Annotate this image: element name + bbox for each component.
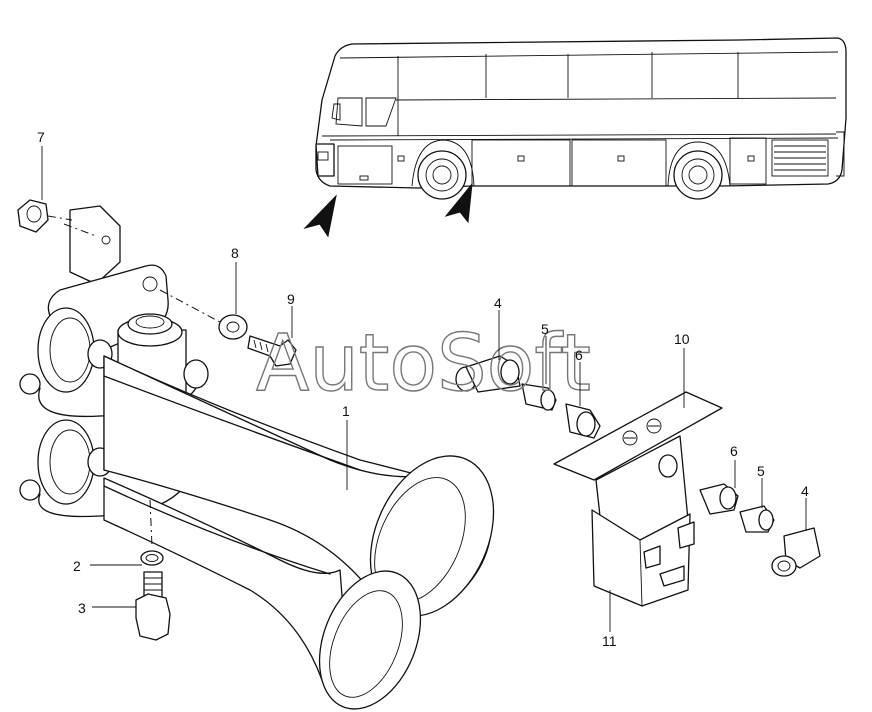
adapter-fitting-icon — [699, 483, 739, 515]
location-arrow-icon — [444, 182, 473, 224]
air-horn-icon — [19, 205, 495, 710]
callout-9: 9 — [287, 291, 295, 307]
solenoid-valve-icon — [553, 391, 723, 607]
callout-3: 3 — [78, 600, 86, 616]
elbow-fitting-icon — [771, 527, 821, 577]
drain-fitting-icon — [135, 571, 171, 641]
callout-7: 7 — [37, 129, 45, 145]
bus-icon — [315, 37, 847, 200]
flange-nut-icon — [17, 199, 49, 233]
watermark-text: AutoSoft — [256, 319, 591, 409]
bolt-icon — [247, 335, 297, 367]
callout-2: 2 — [73, 558, 81, 574]
callout-11: 11 — [602, 633, 617, 649]
callout-1: 1 — [342, 403, 350, 419]
o-ring-icon — [140, 550, 164, 566]
callout-10: 10 — [674, 331, 690, 347]
callout-5-right: 5 — [757, 463, 765, 479]
nipple-fitting-icon — [739, 505, 775, 533]
callout-6-left: 6 — [575, 347, 583, 363]
washer-icon — [218, 314, 248, 340]
callout-4-right: 4 — [801, 483, 809, 499]
nipple-fitting-icon — [521, 383, 557, 411]
callout-6-right: 6 — [730, 443, 738, 459]
adapter-fitting-icon — [565, 403, 601, 439]
callout-4-left: 4 — [494, 295, 502, 311]
elbow-fitting-icon — [455, 355, 521, 393]
callout-5-left: 5 — [541, 321, 549, 337]
callout-8: 8 — [231, 245, 239, 261]
location-arrow-icon — [303, 194, 337, 238]
